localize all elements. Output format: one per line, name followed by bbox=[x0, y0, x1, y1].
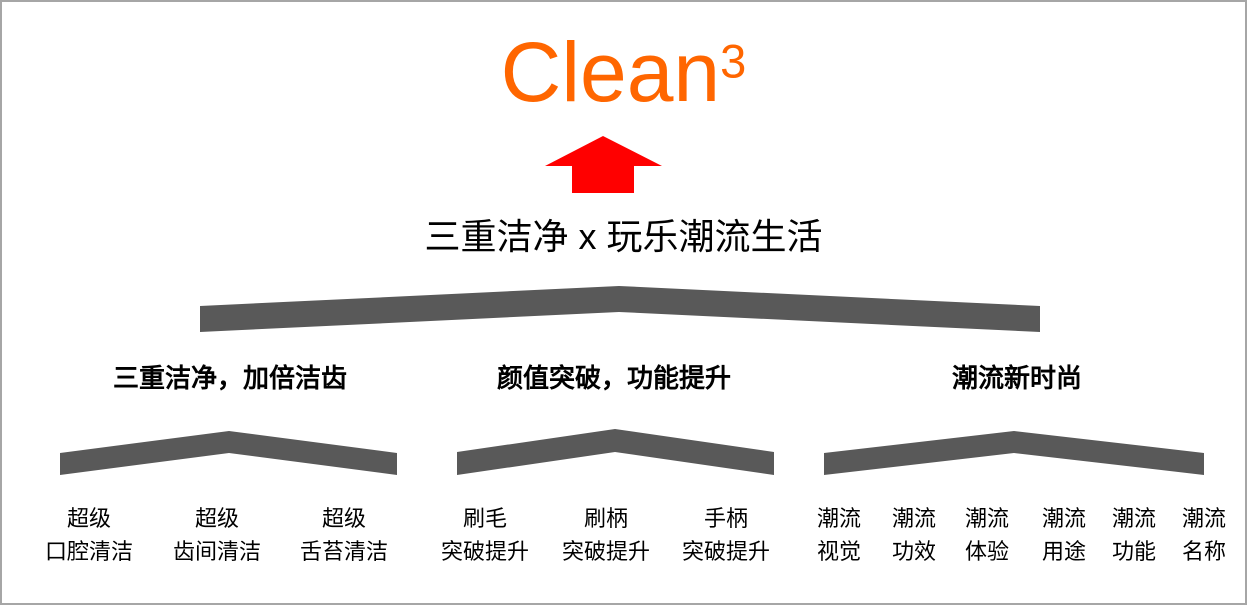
leaf-line2: 突破提升 bbox=[440, 539, 529, 564]
leaf-item: 潮流 名称 bbox=[1159, 502, 1245, 568]
leaf-item: 超级 齿间清洁 bbox=[152, 502, 282, 568]
leaf-line2: 功能 bbox=[1111, 539, 1156, 564]
title-text: Clean bbox=[500, 25, 721, 119]
title-superscript: 3 bbox=[720, 34, 747, 88]
middle-chevron-brace bbox=[457, 429, 774, 475]
leaf-line1: 手柄 bbox=[703, 506, 748, 531]
section-header-triple-clean: 三重洁净，加倍洁齿 bbox=[112, 363, 347, 393]
leaf-line1: 刷毛 bbox=[462, 506, 507, 531]
leaf-line2: 功效 bbox=[891, 539, 936, 564]
leaf-line2: 突破提升 bbox=[681, 539, 770, 564]
leaf-item: 潮流 功能 bbox=[1089, 502, 1179, 568]
up-arrow-shape bbox=[545, 136, 662, 193]
leaf-line2: 口腔清洁 bbox=[44, 539, 133, 564]
leaf-line1: 潮流 bbox=[964, 506, 1009, 531]
leaf-item: 超级 口腔清洁 bbox=[24, 502, 154, 568]
leaf-item: 刷柄 突破提升 bbox=[536, 502, 676, 568]
leaf-line1: 潮流 bbox=[891, 506, 936, 531]
leaf-line1: 潮流 bbox=[1041, 506, 1086, 531]
leaf-line1: 超级 bbox=[321, 506, 366, 531]
leaf-item: 潮流 功效 bbox=[869, 502, 959, 568]
leaf-line1: 刷柄 bbox=[583, 506, 628, 531]
page-title: Clean3 bbox=[2, 26, 1245, 118]
leaf-line2: 体验 bbox=[964, 539, 1009, 564]
leaf-item: 潮流 体验 bbox=[942, 502, 1032, 568]
leaf-item: 超级 舌苔清洁 bbox=[279, 502, 409, 568]
leaf-item: 手柄 突破提升 bbox=[656, 502, 796, 568]
leaf-line1: 超级 bbox=[194, 506, 239, 531]
leaf-line2: 名称 bbox=[1181, 539, 1226, 564]
leaf-line2: 用途 bbox=[1041, 539, 1086, 564]
top-chevron-brace bbox=[200, 286, 1040, 332]
subtitle: 三重洁净 x 玩乐潮流生活 bbox=[424, 216, 823, 257]
leaf-line2: 齿间清洁 bbox=[172, 539, 261, 564]
left-chevron-brace bbox=[60, 431, 397, 475]
leaf-item: 潮流 用途 bbox=[1019, 502, 1109, 568]
section-header-trend: 潮流新时尚 bbox=[951, 363, 1082, 393]
leaf-line1: 潮流 bbox=[816, 506, 861, 531]
section-header-appearance: 颜值突破，功能提升 bbox=[496, 363, 731, 393]
leaf-line2: 突破提升 bbox=[561, 539, 650, 564]
leaf-item: 潮流 视觉 bbox=[794, 502, 884, 568]
leaf-line1: 超级 bbox=[66, 506, 111, 531]
leaf-line2: 舌苔清洁 bbox=[299, 539, 388, 564]
leaf-item: 刷毛 突破提升 bbox=[415, 502, 555, 568]
leaf-line1: 潮流 bbox=[1111, 506, 1156, 531]
leaf-line2: 视觉 bbox=[816, 539, 861, 564]
leaf-line1: 潮流 bbox=[1181, 506, 1226, 531]
right-chevron-brace bbox=[824, 431, 1204, 475]
